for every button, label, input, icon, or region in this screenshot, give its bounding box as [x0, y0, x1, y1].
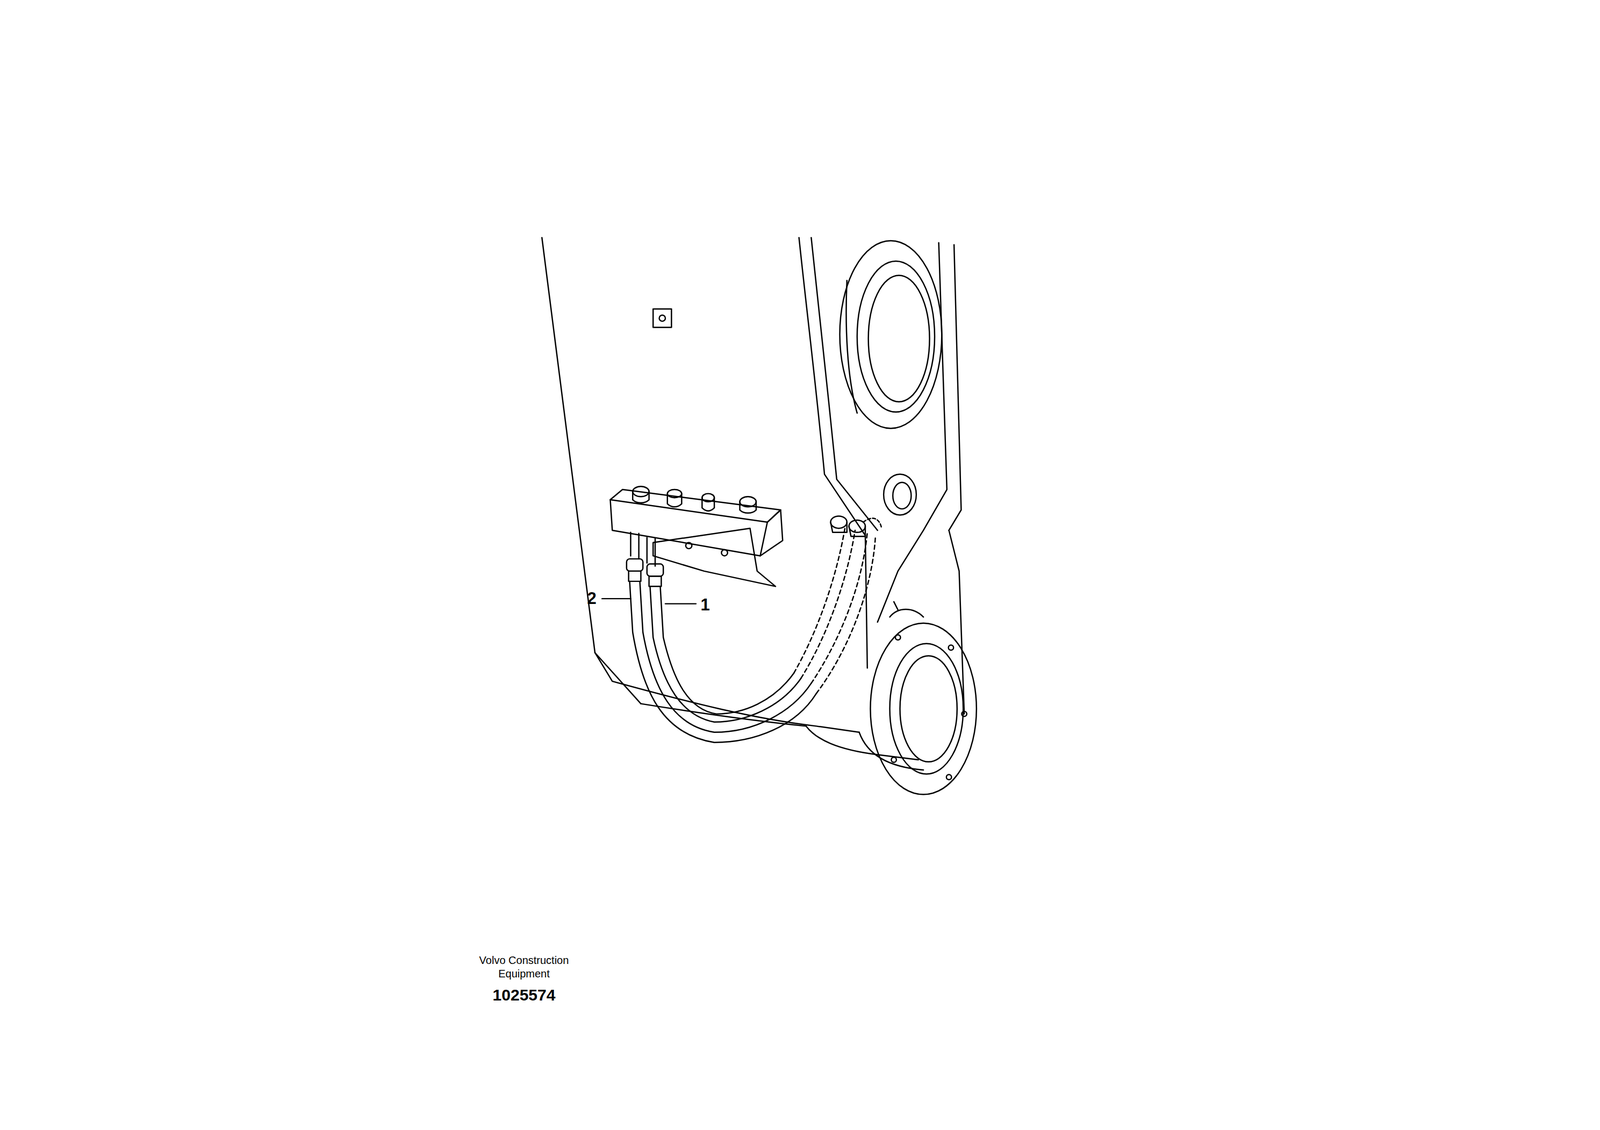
pin-boss — [845, 280, 857, 414]
hose — [629, 581, 817, 743]
valve-block — [610, 489, 781, 523]
flange-weld — [890, 601, 924, 617]
publisher-name: Volvo Construction Equipment — [467, 953, 581, 981]
hose — [640, 581, 812, 733]
callout-number: 1 — [700, 594, 710, 616]
bolt — [721, 549, 728, 556]
boom-bottom — [806, 726, 919, 760]
leader-line — [601, 598, 631, 600]
lower-flange — [870, 623, 977, 795]
boom-plate — [949, 530, 965, 715]
bolt-hole — [895, 635, 901, 641]
fitting — [632, 486, 757, 513]
bolt — [685, 542, 692, 549]
grease-nipple — [653, 309, 672, 328]
bolt-hole — [948, 644, 954, 650]
boom-outline — [541, 237, 859, 733]
lower-flange — [890, 643, 964, 775]
boom-side — [799, 237, 868, 669]
valve-bracket — [653, 528, 776, 587]
pin-boss — [840, 240, 943, 429]
pin-boss — [868, 275, 930, 402]
boom-plate — [877, 242, 947, 623]
boom-outline — [594, 653, 641, 705]
bolt-hole — [961, 711, 967, 717]
boom-plate — [949, 245, 962, 531]
boom-outline — [640, 704, 806, 727]
boom-side — [811, 237, 878, 531]
elbow-fitting — [830, 515, 882, 537]
grease-nipple — [659, 314, 666, 321]
figure-number: 1025574 — [492, 985, 556, 1006]
bolt-hole — [946, 775, 952, 780]
pin-boss — [857, 261, 935, 413]
hose-fitting — [626, 558, 664, 587]
valve-block — [759, 510, 783, 556]
valve-block — [610, 499, 767, 556]
hose — [659, 586, 794, 714]
lower-flange — [900, 655, 958, 762]
small-boss — [892, 482, 911, 509]
small-boss — [883, 474, 917, 516]
callout-number: 2 — [586, 588, 597, 610]
hose — [649, 586, 801, 722]
bolt-hole — [891, 757, 896, 763]
boom-bottom — [859, 732, 924, 771]
leader-line — [665, 603, 697, 605]
hidden-hose — [793, 528, 876, 694]
